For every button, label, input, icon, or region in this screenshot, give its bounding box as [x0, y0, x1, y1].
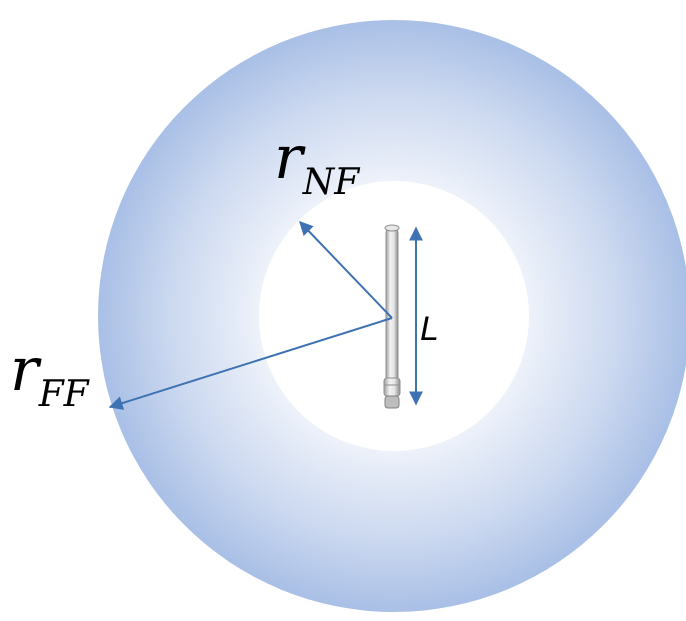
far-field-radius-arrow: [108, 317, 393, 410]
far-field-radius-subscript: FF: [38, 374, 91, 415]
near-field-radius-label: rNF: [274, 123, 361, 203]
far-field-radius-label: rFF: [10, 335, 91, 415]
near-field-radius-symbol: r: [274, 123, 306, 193]
far-field-radius-symbol: r: [10, 335, 42, 405]
antenna-icon: [383, 224, 401, 409]
near-field-radius-subscript: NF: [302, 162, 362, 203]
antenna-length-label: L: [420, 310, 439, 348]
near-field-radius-arrow: [299, 220, 393, 319]
